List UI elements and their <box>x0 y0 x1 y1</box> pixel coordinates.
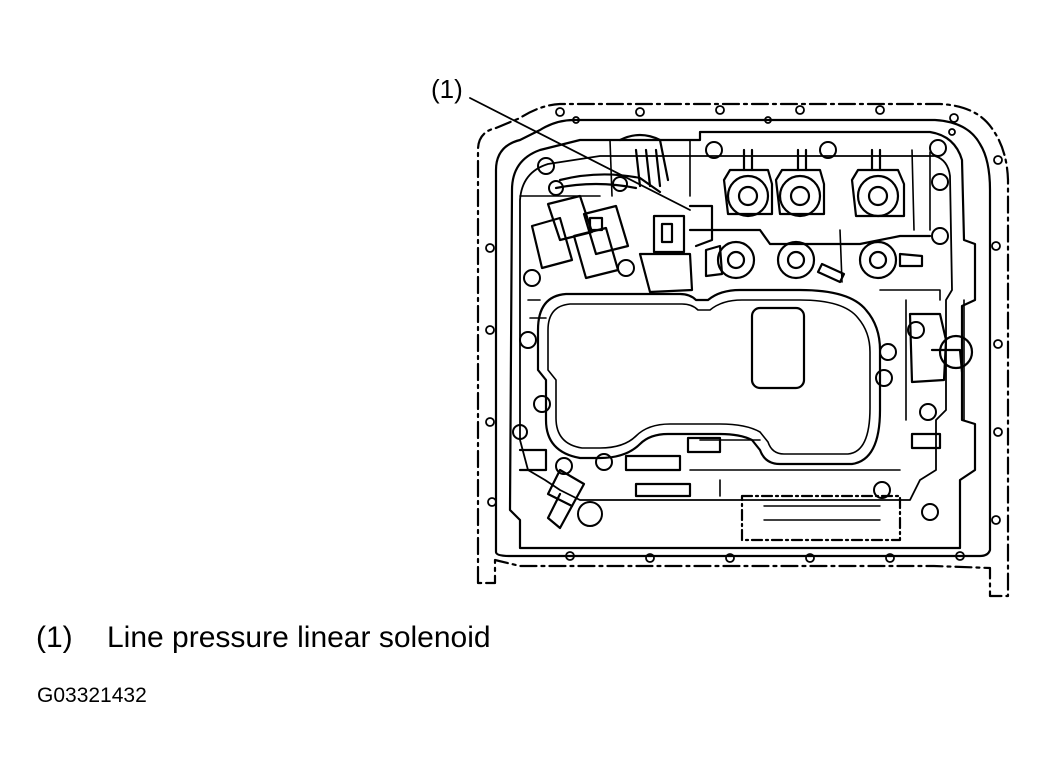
figure-id: G03321432 <box>37 684 147 707</box>
gasket-channel-outer <box>536 288 882 466</box>
bolts <box>512 139 949 527</box>
lower-hardware <box>518 312 974 542</box>
pan-inner-flange <box>494 118 992 558</box>
lower-solenoids <box>688 228 932 284</box>
valve-body-outline <box>508 130 977 550</box>
flange-holes <box>485 105 1003 563</box>
legend-key: (1) <box>36 621 73 654</box>
gasket-channel-inner <box>547 299 871 455</box>
legend-text: Line pressure linear solenoid <box>107 621 491 654</box>
body-ribs <box>519 139 965 497</box>
upper-solenoids <box>722 148 906 218</box>
pan-outer-flange <box>476 102 1010 598</box>
connectors <box>530 133 714 294</box>
callout-label: (1) <box>431 74 463 104</box>
callout-leader <box>469 97 691 211</box>
valve-body-inner <box>519 155 953 501</box>
access-pad <box>750 306 806 390</box>
